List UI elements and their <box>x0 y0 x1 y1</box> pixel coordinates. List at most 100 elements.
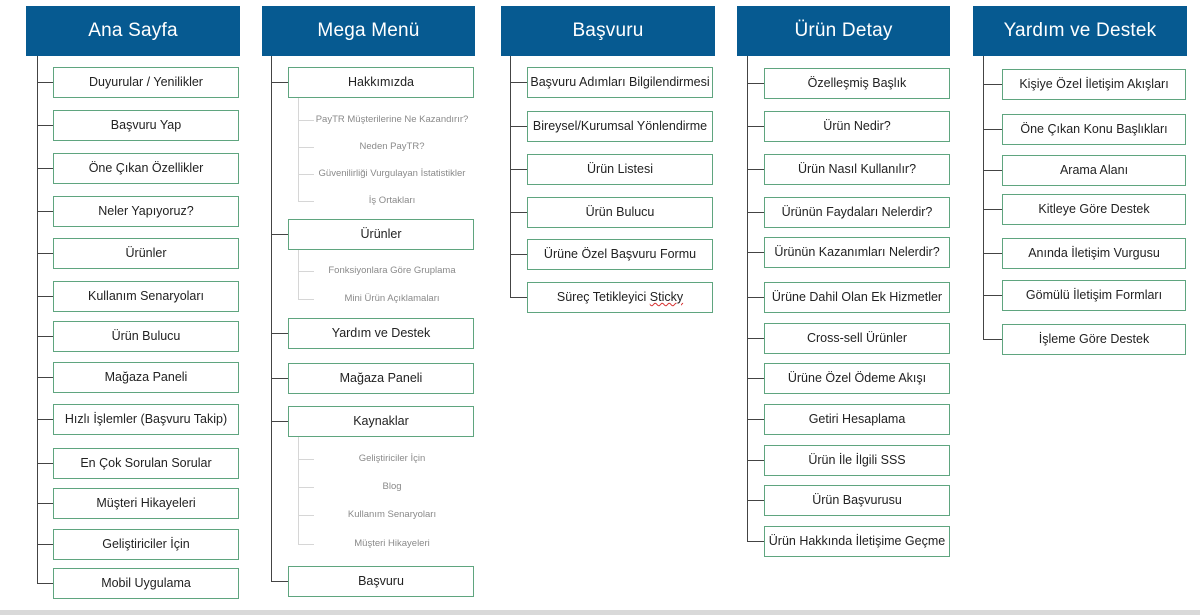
connector-branch <box>747 126 764 127</box>
menu-item-kisiye-ozel-iletisim-akislari[interactable]: Kişiye Özel İletişim Akışları <box>1002 68 1186 100</box>
menu-item-urunun-kazanimlari-nelerdir[interactable]: Ürünün Kazanımları Nelerdir? <box>764 236 950 268</box>
menu-item-urun-bulucu[interactable]: Ürün Bulucu <box>527 196 713 228</box>
connector-branch <box>37 419 53 420</box>
menu-item-urun-listesi[interactable]: Ürün Listesi <box>527 153 713 185</box>
menu-item-magaza-paneli[interactable]: Mağaza Paneli <box>53 361 239 393</box>
menu-item-urunler[interactable]: Ürünler <box>53 237 239 269</box>
menu-item-one-cikan-konu-basliklari[interactable]: Öne Çıkan Konu Başlıkları <box>1002 113 1186 145</box>
menu-item-hakkimizda[interactable]: Hakkımızda <box>288 66 474 98</box>
connector-branch <box>37 296 53 297</box>
menu-item-urunun-faydalari-nelerdir[interactable]: Ürünün Faydaları Nelerdir? <box>764 196 950 228</box>
menu-item-mobil-uygulama[interactable]: Mobil Uygulama <box>53 567 239 599</box>
menu-item-duyurular-yenilikler[interactable]: Duyurular / Yenilikler <box>53 66 239 98</box>
menu-item-getiri-hesaplama[interactable]: Getiri Hesaplama <box>764 403 950 435</box>
menu-item-urune-ozel-basvuru-formu[interactable]: Ürüne Özel Başvuru Formu <box>527 238 713 270</box>
menu-item-label: Mağaza Paneli <box>104 370 188 384</box>
menu-item-kullanim-senaryolari[interactable]: Kullanım Senaryoları <box>53 280 239 312</box>
column-header-mega-menu[interactable]: Mega Menü <box>262 6 475 56</box>
connector-branch <box>747 212 764 213</box>
connector-branch <box>510 82 527 83</box>
menu-item-kaynaklar[interactable]: Kaynaklar <box>288 405 474 437</box>
submenu-item-guvenilirligi-vurgulayan-istatistikler[interactable]: Güvenilirliği Vurgulayan İstatistikler <box>318 168 466 179</box>
sub-connector-trunk <box>298 97 299 201</box>
menu-item-urun-hakkinda-iletisime-gecme[interactable]: Ürün Hakkında İletişime Geçme <box>764 525 950 557</box>
menu-item-gomulu-iletisim-formlari[interactable]: Gömülü İletişim Formları <box>1002 279 1186 311</box>
submenu-item-fonksiyonlara-gore-gruplama[interactable]: Fonksiyonlara Göre Gruplama <box>328 265 456 276</box>
connector-branch <box>983 253 1002 254</box>
menu-item-label: Ürünler <box>125 246 167 260</box>
menu-item-one-cikan-ozellikler[interactable]: Öne Çıkan Özellikler <box>53 152 239 184</box>
menu-item-neler-yapiyoruz[interactable]: Neler Yapıyoruz? <box>53 195 239 227</box>
menu-item-label: Gömülü İletişim Formları <box>1025 288 1163 302</box>
connector-branch <box>37 125 53 126</box>
menu-item-label: Ürün Nasıl Kullanılır? <box>797 162 917 176</box>
menu-item-urun-nedir[interactable]: Ürün Nedir? <box>764 110 950 142</box>
submenu-item-gelistiriciler-icin[interactable]: Geliştiriciler İçin <box>358 453 426 464</box>
sub-connector-branch <box>298 174 314 175</box>
menu-item-urun-nasil-kullanilir[interactable]: Ürün Nasıl Kullanılır? <box>764 153 950 185</box>
menu-item-yardim-ve-destek[interactable]: Yardım ve Destek <box>288 317 474 349</box>
menu-item-urun-ile-ilgili-sss[interactable]: Ürün İle İlgili SSS <box>764 444 950 476</box>
menu-item-kitleye-gore-destek[interactable]: Kitleye Göre Destek <box>1002 193 1186 225</box>
menu-item-isleme-gore-destek[interactable]: İşleme Göre Destek <box>1002 323 1186 355</box>
menu-item-label: Kaynaklar <box>353 414 409 428</box>
menu-item-arama-alani[interactable]: Arama Alanı <box>1002 154 1186 186</box>
menu-item-basvuru-yap[interactable]: Başvuru Yap <box>53 109 239 141</box>
connector-trunk <box>510 56 511 297</box>
menu-item-label: Ürüne Dahil Olan Ek Hizmetler <box>771 290 943 304</box>
menu-item-hizli-islemler-basvuru-takip[interactable]: Hızlı İşlemler (Başvuru Takip) <box>53 403 239 435</box>
submenu-item-kullanim-senaryolari[interactable]: Kullanım Senaryoları <box>347 509 437 520</box>
menu-item-urunler[interactable]: Ürünler <box>288 218 474 250</box>
submenu-item-musteri-hikayeleri[interactable]: Müşteri Hikayeleri <box>354 538 430 549</box>
connector-branch <box>37 168 53 169</box>
menu-item-urun-basvurusu[interactable]: Ürün Başvurusu <box>764 484 950 516</box>
menu-item-urun-bulucu[interactable]: Ürün Bulucu <box>53 320 239 352</box>
connector-branch <box>747 500 764 501</box>
menu-item-bireysel-kurumsal-yonlendirme[interactable]: Bireysel/Kurumsal Yönlendirme <box>527 110 713 142</box>
bottom-scrollbar-track[interactable] <box>0 610 1200 615</box>
menu-item-label: Cross-sell Ürünler <box>806 331 908 345</box>
menu-item-label: Duyurular / Yenilikler <box>89 75 203 89</box>
menu-item-surec-tetikleyici[interactable]: Süreç Tetikleyici Sticky <box>527 281 713 313</box>
connector-branch <box>983 129 1002 130</box>
menu-item-ozellesmis-baslik[interactable]: Özelleşmiş Başlık <box>764 67 950 99</box>
connector-branch <box>747 297 764 298</box>
submenu-item-mini-urun-aciklamalari[interactable]: Mini Ürün Açıklamaları <box>344 293 440 304</box>
connector-branch <box>510 254 527 255</box>
submenu-item-blog[interactable]: Blog <box>382 481 402 492</box>
connector-branch <box>747 338 764 339</box>
menu-item-cross-sell-urunler[interactable]: Cross-sell Ürünler <box>764 322 950 354</box>
menu-item-label: Öne Çıkan Özellikler <box>88 161 204 175</box>
menu-item-musteri-hikayeleri[interactable]: Müşteri Hikayeleri <box>53 487 239 519</box>
column-header-basvuru[interactable]: Başvuru <box>501 6 715 56</box>
menu-item-label: Yardım ve Destek <box>331 326 431 340</box>
submenu-item-is-ortaklari[interactable]: İş Ortakları <box>368 195 416 206</box>
menu-item-label: Öne Çıkan Konu Başlıkları <box>1020 122 1168 136</box>
column-header-ana-sayfa[interactable]: Ana Sayfa <box>26 6 240 56</box>
connector-branch <box>747 252 764 253</box>
menu-item-basvuru-adimlari-bilgilendirmesi[interactable]: Başvuru Adımları Bilgilendirmesi <box>527 66 713 98</box>
menu-item-label: Anında İletişim Vurgusu <box>1028 246 1160 260</box>
menu-item-urune-dahil-olan-ek-hizmetler[interactable]: Ürüne Dahil Olan Ek Hizmetler <box>764 281 950 313</box>
submenu-item-paytr-musterilerine-ne-kazandirir[interactable]: PayTR Müşterilerine Ne Kazandırır? <box>315 114 469 125</box>
menu-item-aninda-iletisim-vurgusu[interactable]: Anında İletişim Vurgusu <box>1002 237 1186 269</box>
column-header-yardim-ve-destek[interactable]: Yardım ve Destek <box>973 6 1187 56</box>
menu-item-label: Ürüne Özel Başvuru Formu <box>543 247 697 261</box>
menu-item-gelistiriciler-icin[interactable]: Geliştiriciler İçin <box>53 528 239 560</box>
connector-branch <box>983 339 1002 340</box>
column-header-urun-detay[interactable]: Ürün Detay <box>737 6 950 56</box>
connector-branch <box>747 541 764 542</box>
menu-item-label: Ürün Bulucu <box>585 205 655 219</box>
menu-item-label: Ürün Hakkında İletişime Geçme <box>768 534 946 548</box>
menu-item-magaza-paneli[interactable]: Mağaza Paneli <box>288 362 474 394</box>
menu-item-urune-ozel-odeme-akisi[interactable]: Ürüne Özel Ödeme Akışı <box>764 362 950 394</box>
connector-branch <box>271 581 288 582</box>
menu-item-label: Mağaza Paneli <box>339 371 423 385</box>
menu-item-label: Kişiye Özel İletişim Akışları <box>1019 77 1169 91</box>
menu-item-en-cok-sorulan-sorular[interactable]: En Çok Sorulan Sorular <box>53 447 239 479</box>
connector-trunk <box>983 56 984 339</box>
connector-branch <box>271 378 288 379</box>
submenu-item-neden-paytr[interactable]: Neden PayTR? <box>359 141 425 152</box>
menu-item-basvuru[interactable]: Başvuru <box>288 565 474 597</box>
sub-connector-branch <box>298 299 314 300</box>
